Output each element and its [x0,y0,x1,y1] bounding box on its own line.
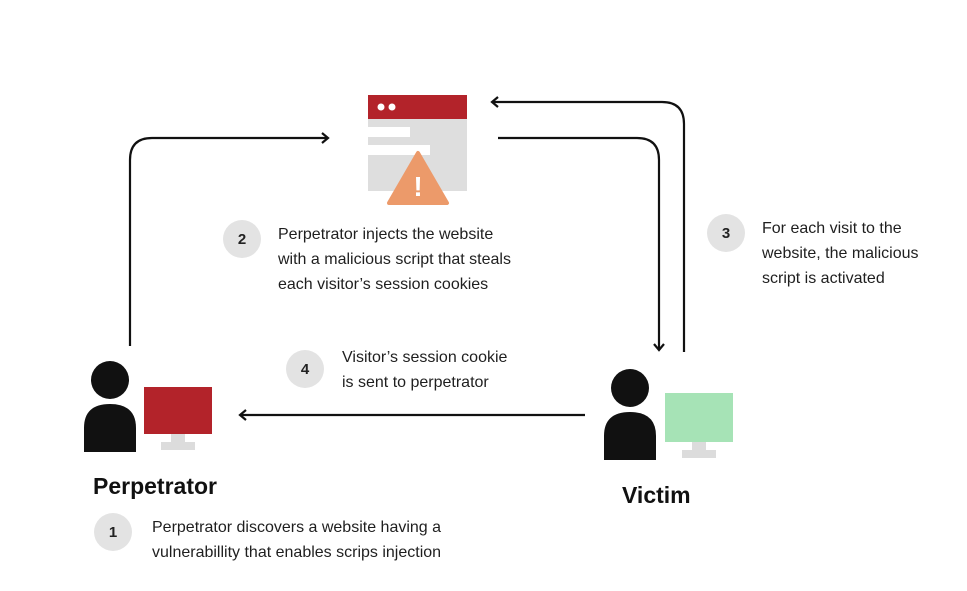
svg-text:!: ! [413,171,422,202]
perpetrator-label: Perpetrator [93,473,217,499]
step-4-text: Visitor’s session cookie is sent to perp… [342,349,508,391]
step-2-badge: 2 [223,220,261,258]
victim-label: Victim [622,482,691,508]
step-1-badge: 1 [94,513,132,551]
step-3-text: For each visit to the website, the malic… [762,220,919,287]
arrow-perpetrator-to-website [128,132,330,346]
step-2-text: Perpetrator injects the website with a m… [278,226,511,293]
arrow-victim-to-website [490,96,686,352]
step-1-text: Perpetrator discovers a website having a… [152,519,442,561]
step-3-badge: 3 [707,214,745,252]
perpetrator-person-icon [84,361,136,452]
step-4-badge: 4 [286,350,324,388]
perpetrator-monitor-icon [144,387,212,450]
victim-person-icon [604,369,656,460]
arrow-website-to-victim [498,136,665,352]
browser-window-icon [368,95,467,191]
victim-monitor-icon [665,393,733,458]
warning-triangle-icon: ! [387,151,449,205]
